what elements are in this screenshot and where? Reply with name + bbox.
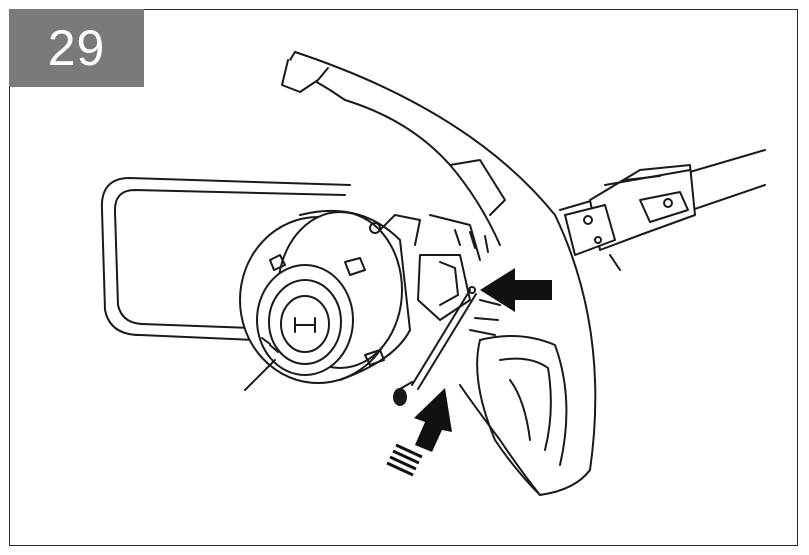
step-badge: 29 [9,9,144,87]
screw [393,381,413,406]
deflector-loop [100,177,351,341]
arrow-left-icon [480,268,552,312]
arrow-up-icon [386,388,452,477]
step-number: 29 [47,20,106,76]
guard [281,51,597,496]
shaft [559,149,766,271]
trimmer-head [239,209,421,391]
screwdriver [411,286,477,390]
